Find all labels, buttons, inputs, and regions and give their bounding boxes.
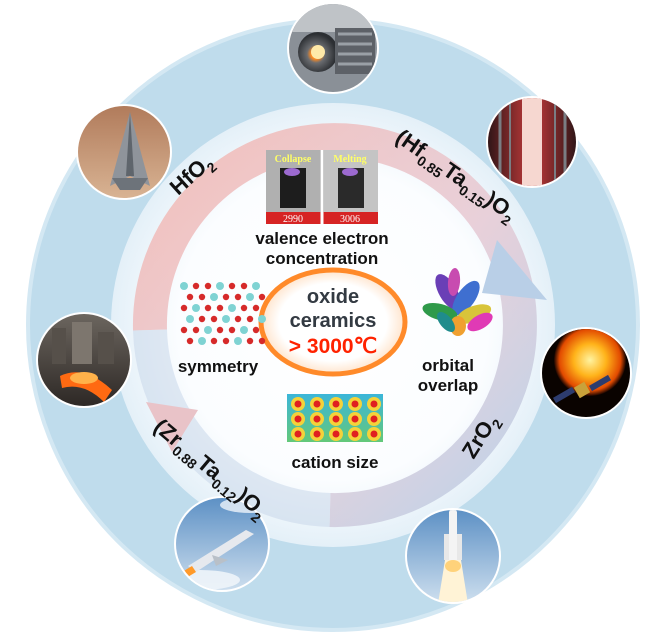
heatmap-cation bbox=[313, 430, 321, 438]
symmetry-label: symmetry bbox=[178, 357, 259, 376]
heatmap-cation bbox=[351, 400, 359, 408]
crystal-atom bbox=[210, 315, 218, 323]
heatmap-cation bbox=[294, 430, 302, 438]
crystal-atom bbox=[246, 337, 254, 345]
reactor-chamber-photo bbox=[486, 96, 578, 188]
crystal-atom bbox=[258, 293, 266, 301]
crystal-atom bbox=[228, 282, 236, 290]
arrow-head-left bbox=[146, 402, 198, 452]
jet-engine-photo bbox=[287, 2, 379, 94]
crystal-atom bbox=[216, 326, 224, 334]
crystal-atom bbox=[228, 326, 236, 334]
orbital-label-line1: orbital bbox=[422, 356, 474, 375]
crystal-atom bbox=[204, 326, 212, 334]
center-title-line1: oxide bbox=[307, 286, 359, 308]
crystal-atom bbox=[258, 315, 266, 323]
sun-satellite-photo bbox=[540, 327, 632, 419]
valence-label-line1: valence electron bbox=[255, 229, 388, 248]
crystal-atom bbox=[222, 337, 230, 345]
center-temperature: > 3000℃ bbox=[289, 335, 377, 358]
heatmap-cation bbox=[351, 415, 359, 423]
inset-label-melting: Melting bbox=[333, 154, 366, 165]
heatmap-cation bbox=[313, 415, 321, 423]
heatmap-cation bbox=[370, 400, 378, 408]
cycle-arrow-return bbox=[133, 329, 331, 527]
heatmap-cation bbox=[294, 415, 302, 423]
rocket-launch-photo bbox=[405, 508, 501, 604]
center-title-line2: ceramics bbox=[290, 310, 377, 332]
heatmap-cation bbox=[370, 430, 378, 438]
crystal-atom bbox=[198, 315, 206, 323]
heatmap-cation bbox=[332, 430, 340, 438]
crystal-atom bbox=[180, 326, 188, 334]
melting-inset: Collapse Melting 2990 3006 bbox=[266, 150, 378, 225]
crystal-atom bbox=[204, 304, 212, 312]
arrow-head bbox=[482, 240, 547, 300]
cation-size-label: cation size bbox=[292, 453, 379, 472]
stealth-aircraft-photo bbox=[76, 104, 172, 200]
orbital-image bbox=[422, 268, 493, 336]
crystal-atom bbox=[192, 282, 200, 290]
crystal-atom bbox=[246, 293, 254, 301]
crystal-atom bbox=[222, 293, 230, 301]
furnace-photo bbox=[36, 312, 132, 408]
crystal-atom bbox=[186, 337, 194, 345]
crystal-atom bbox=[186, 315, 194, 323]
heatmap-cation bbox=[313, 400, 321, 408]
crystal-atom bbox=[234, 293, 242, 301]
heatmap-cation bbox=[332, 400, 340, 408]
crystal-atom bbox=[252, 304, 260, 312]
crystal-atom bbox=[198, 337, 206, 345]
crystal-atom bbox=[198, 293, 206, 301]
crystal-atom bbox=[252, 282, 260, 290]
crystal-atom bbox=[180, 282, 188, 290]
crystal-atom bbox=[258, 337, 266, 345]
crystal-atom bbox=[240, 326, 248, 334]
heatmap-cation bbox=[370, 415, 378, 423]
crystal-atom bbox=[234, 315, 242, 323]
crystal-atom bbox=[216, 304, 224, 312]
heatmap-cation bbox=[332, 415, 340, 423]
crystal-atom bbox=[180, 304, 188, 312]
crystal-atom bbox=[240, 304, 248, 312]
crystal-atom bbox=[192, 326, 200, 334]
cation-heatmap-image bbox=[287, 394, 383, 442]
crystal-structure-image bbox=[180, 282, 266, 345]
crystal-atom bbox=[252, 326, 260, 334]
crystal-atom bbox=[246, 315, 254, 323]
valence-label-line2: concentration bbox=[266, 249, 378, 268]
inset-value-collapse: 2990 bbox=[283, 214, 303, 225]
inset-label-collapse: Collapse bbox=[275, 154, 312, 165]
crystal-atom bbox=[210, 337, 218, 345]
inset-value-melting: 3006 bbox=[340, 214, 360, 225]
cycle-arrow-main bbox=[132, 123, 537, 528]
crystal-atom bbox=[240, 282, 248, 290]
crystal-atom bbox=[186, 293, 194, 301]
crystal-atom bbox=[234, 337, 242, 345]
heatmap-cation bbox=[351, 430, 359, 438]
crystal-atom bbox=[192, 304, 200, 312]
crystal-atom bbox=[228, 304, 236, 312]
crystal-atom bbox=[222, 315, 230, 323]
crystal-atom bbox=[210, 293, 218, 301]
crystal-atom bbox=[216, 282, 224, 290]
crystal-atom bbox=[204, 282, 212, 290]
heatmap-cation bbox=[294, 400, 302, 408]
orbital-label-line2: overlap bbox=[418, 376, 478, 395]
